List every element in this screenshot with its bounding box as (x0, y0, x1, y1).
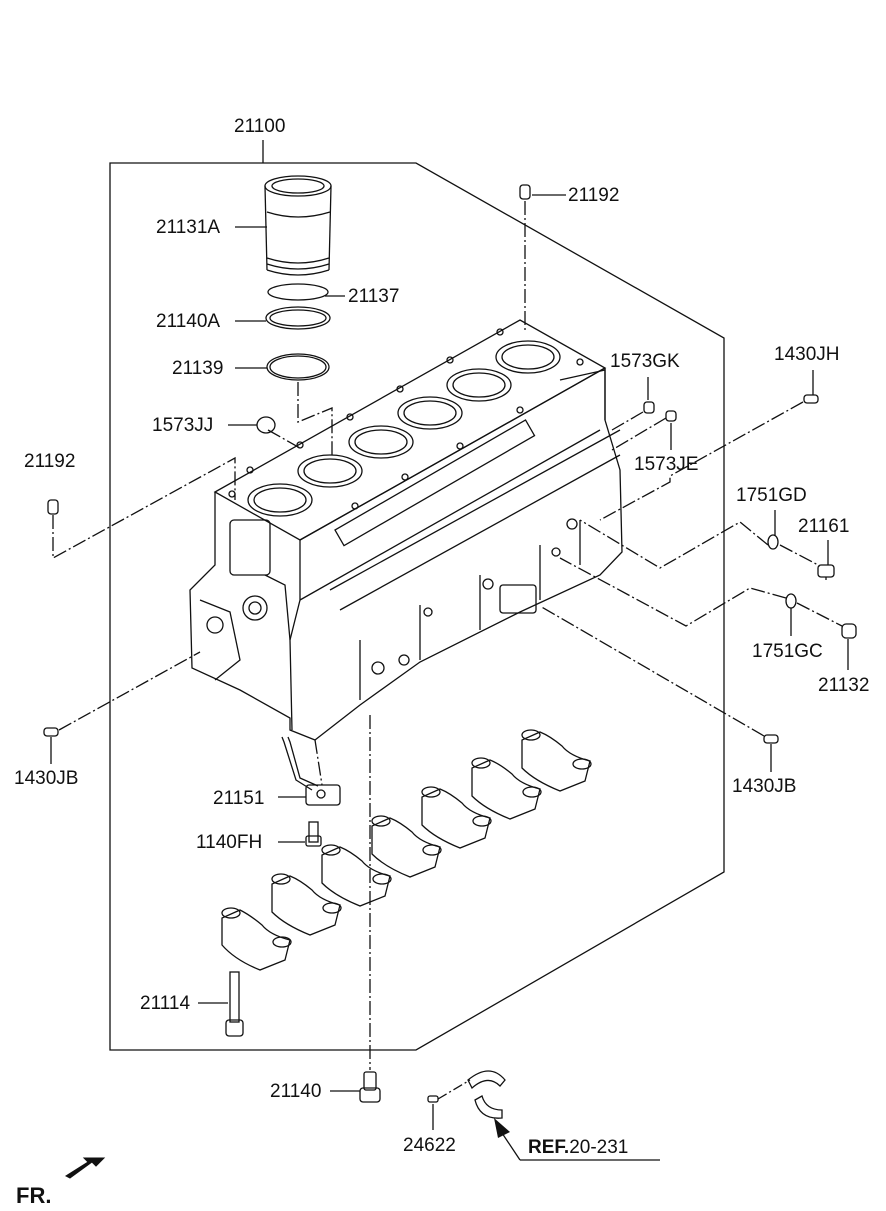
pin-1430jh (803, 394, 819, 404)
ref-prefix: REF. (528, 1137, 570, 1158)
plug-1573gk (643, 401, 655, 414)
label-1751gd[interactable]: 1751GD (736, 485, 807, 506)
label-1430jb-left[interactable]: 1430JB (14, 768, 79, 789)
cylinder-liner (264, 175, 332, 276)
label-21131a[interactable]: 21131A (156, 217, 221, 238)
pin-1430jb-left (43, 727, 59, 737)
pin-1430jb-right (763, 734, 779, 744)
washer-1751gd (767, 534, 779, 550)
plug-21132 (841, 623, 857, 639)
label-21151[interactable]: 21151 (213, 788, 265, 809)
dowel-top (519, 184, 531, 200)
washer-1751gc (785, 593, 797, 609)
label-1573gk[interactable]: 1573GK (610, 351, 680, 372)
front-direction-arrow (64, 1157, 106, 1179)
label-21100[interactable]: 21100 (234, 116, 286, 137)
label-21140a[interactable]: 21140A (156, 311, 221, 332)
front-direction-label: FR. (16, 1183, 52, 1208)
dowel-left (47, 499, 59, 515)
o-ring (267, 283, 329, 301)
plug-21140 (359, 1071, 381, 1103)
plug-21161 (817, 564, 835, 580)
ref-link[interactable]: REF.20-231 (528, 1138, 628, 1157)
main-bearing-caps (221, 729, 592, 971)
label-21137[interactable]: 21137 (348, 286, 400, 307)
label-1140fh[interactable]: 1140FH (196, 832, 263, 853)
label-1573je[interactable]: 1573JE (634, 454, 699, 475)
label-1573jj[interactable]: 1573JJ (152, 415, 214, 436)
cylinder-block (189, 319, 623, 741)
label-21139[interactable]: 21139 (172, 358, 224, 379)
assembly-boundary (109, 162, 725, 1051)
pin-24622 (427, 1095, 439, 1103)
label-1751gc[interactable]: 1751GC (752, 641, 823, 662)
label-1430jb-right[interactable]: 1430JB (732, 776, 797, 797)
label-24622[interactable]: 24622 (403, 1135, 456, 1156)
label-21140[interactable]: 21140 (270, 1081, 322, 1102)
seal-ring (265, 306, 331, 330)
label-21192-top[interactable]: 21192 (568, 185, 620, 206)
gasket-ring (266, 353, 330, 381)
oil-jet-21151 (281, 736, 341, 806)
label-1430jh[interactable]: 1430JH (774, 344, 840, 365)
label-21192-left[interactable]: 21192 (24, 451, 76, 472)
plug-1573jj (256, 416, 276, 434)
label-21161[interactable]: 21161 (798, 516, 850, 537)
cap-bolt-21114 (225, 971, 244, 1037)
label-21132[interactable]: 21132 (818, 675, 870, 696)
ref-number: 20-231 (569, 1137, 629, 1158)
label-21114[interactable]: 21114 (140, 993, 191, 1014)
thrust-washers (467, 1070, 506, 1119)
plug-1573je (665, 410, 677, 422)
bolt-1140fh (305, 821, 322, 847)
ref-arrow-head (494, 1118, 510, 1138)
